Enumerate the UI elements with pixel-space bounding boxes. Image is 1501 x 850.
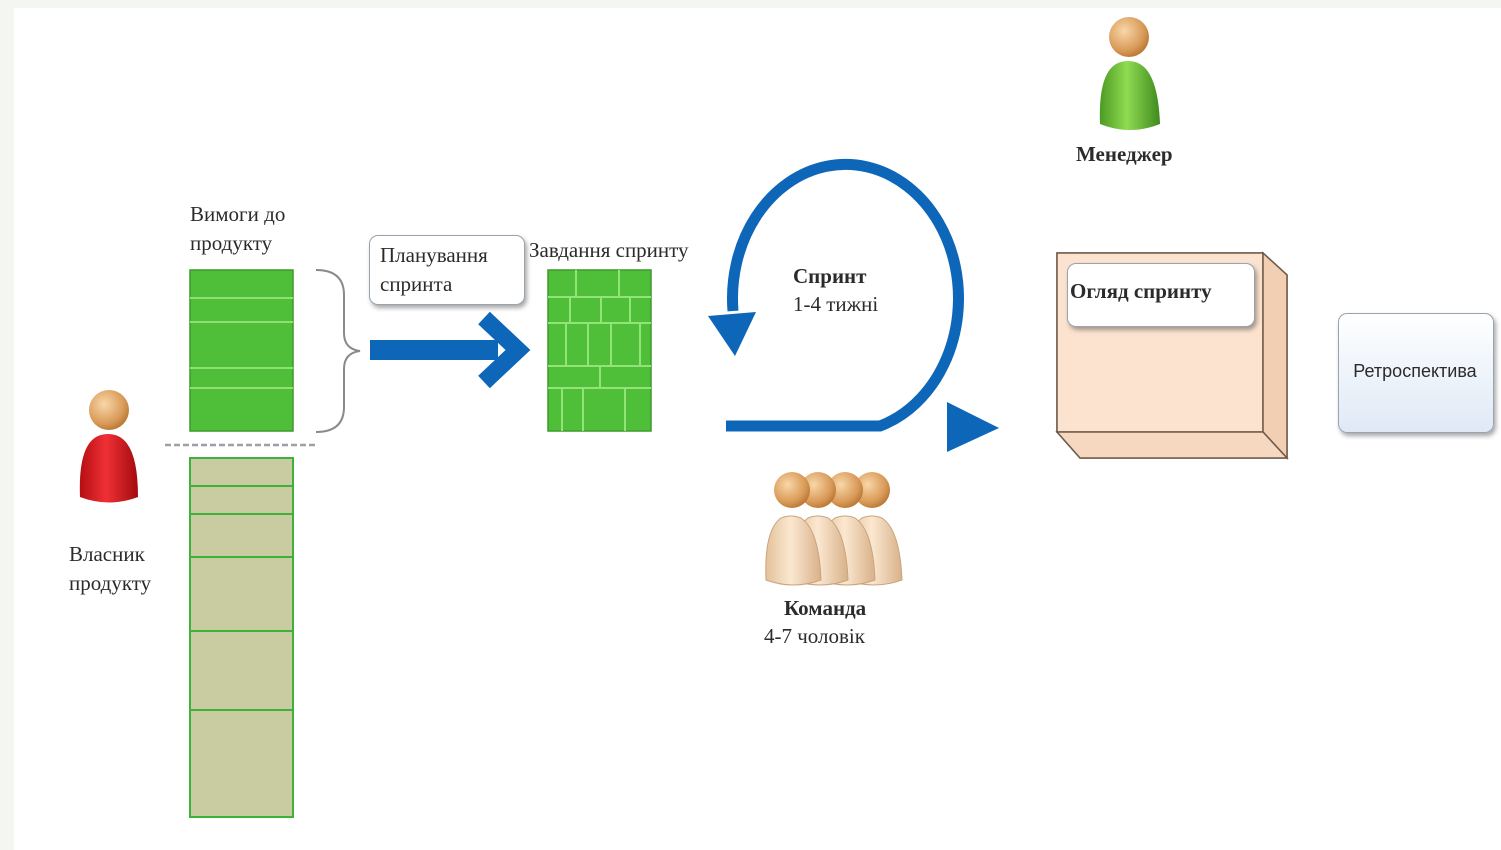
person-red-icon bbox=[79, 390, 138, 503]
backlog-remaining-items bbox=[189, 457, 294, 818]
product-owner-label: Власник продукту bbox=[69, 542, 152, 595]
right-arrow-icon bbox=[370, 311, 531, 389]
sprint-review-label-box bbox=[1067, 263, 1255, 327]
sprint-planning-label: Планування спринта bbox=[380, 243, 488, 296]
person-green-icon bbox=[1099, 17, 1160, 130]
sprint-label: Спринт bbox=[793, 264, 867, 288]
team-label: Команда bbox=[784, 596, 867, 620]
sprint-review-label: Огляд спринту bbox=[1070, 279, 1212, 303]
cycle-arrow-icon bbox=[708, 158, 999, 452]
sprint-tasks-label: Завдання спринту bbox=[529, 238, 689, 262]
retrospective-box bbox=[1338, 313, 1494, 433]
sprint-tasks-wall bbox=[547, 269, 652, 432]
team-size-label: 4-7 чоловік bbox=[764, 624, 865, 648]
backlog-selected-items bbox=[189, 269, 294, 432]
team-people-icon bbox=[765, 472, 903, 586]
retrospective-label: Ретроспектива bbox=[1353, 361, 1477, 381]
product-requirements-label: Вимоги до продукту bbox=[190, 202, 286, 255]
sprint-duration-label: 1-4 тижні bbox=[793, 292, 879, 316]
manager-label: Менеджер bbox=[1076, 142, 1173, 166]
brace-shape bbox=[315, 269, 361, 433]
sprint-planning-box bbox=[369, 235, 525, 305]
